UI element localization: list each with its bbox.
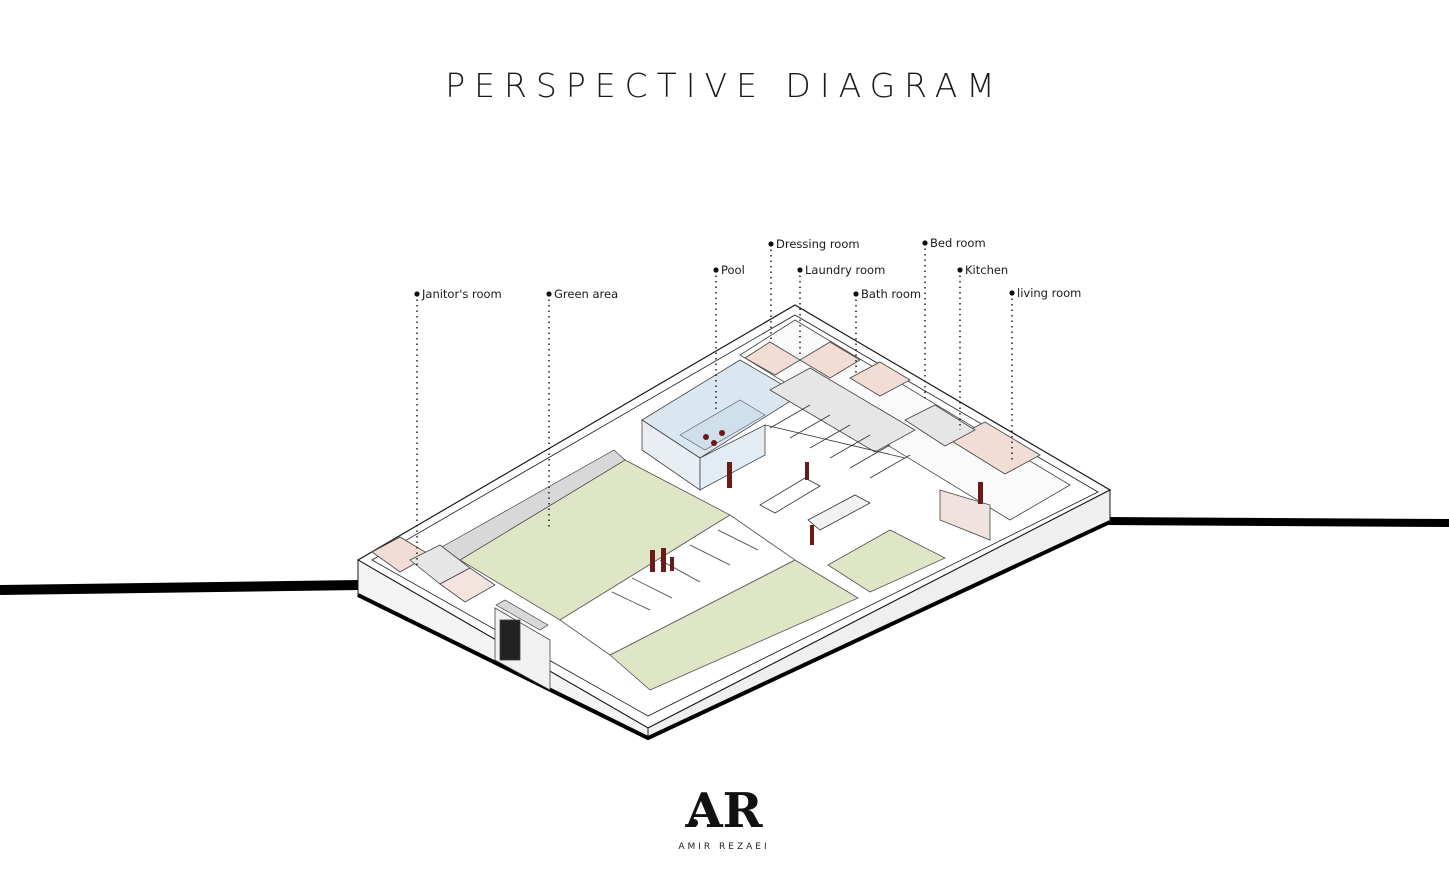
pool-block: [641, 359, 801, 491]
pergola: [764, 404, 911, 479]
callout-label-green: Green area: [554, 287, 618, 301]
callout-dot-pool: [713, 267, 719, 273]
rooms-block: [739, 319, 1071, 541]
callout-dot-green: [546, 291, 552, 297]
page-title: PERSPECTIVE DIAGRAM: [445, 66, 1004, 105]
callout-dot-kitchen: [957, 267, 963, 273]
callout-dot-laundry: [797, 267, 803, 273]
callout-dot-bed: [922, 240, 928, 246]
callout-dot-dressing: [768, 241, 774, 247]
dining-table: [759, 477, 871, 531]
stairs: [439, 449, 626, 631]
callout-label-janitor: Janitor's room: [421, 287, 502, 301]
callout-dot-bath: [853, 291, 859, 297]
callout-dot-living: [1009, 290, 1015, 296]
logo-name: AMIR REZAEI: [678, 842, 769, 852]
people-figures: [650, 430, 983, 572]
callout-label-bath: Bath room: [861, 287, 921, 301]
callout-label-pool: Pool: [721, 263, 745, 277]
parking-lot: [559, 514, 796, 656]
ground-line: [0, 517, 1449, 595]
janitor-block: [371, 536, 551, 691]
callout-label-kitchen: Kitchen: [965, 263, 1008, 277]
callout-label-dressing: Dressing room: [776, 237, 860, 251]
callout-label-laundry: Laundry room: [805, 263, 885, 277]
callout-label-living: living room: [1017, 286, 1081, 300]
logo: AR AMIR REZAEI: [678, 783, 769, 852]
callouts: Janitor's room Green area Pool Dressing roo…: [414, 236, 1081, 565]
green-areas: [459, 459, 946, 691]
logo-mark: AR: [684, 783, 763, 839]
green-area-side: [827, 529, 946, 593]
callout-label-bed: Bed room: [930, 236, 986, 250]
callout-dot-janitor: [414, 291, 420, 297]
